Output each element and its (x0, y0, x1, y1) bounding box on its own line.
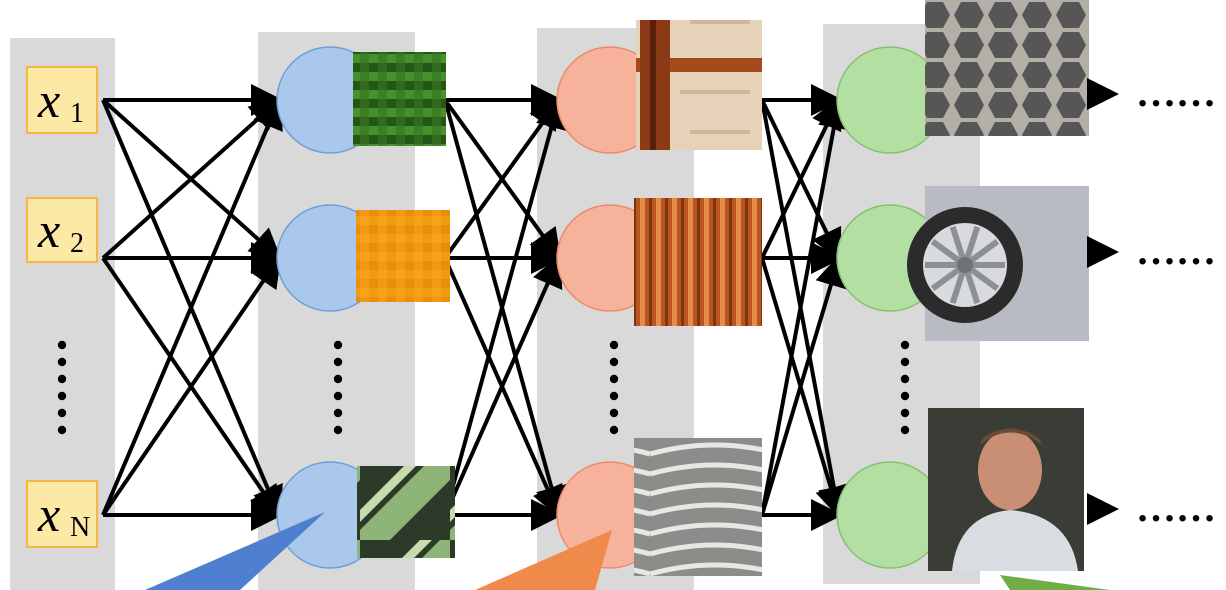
input-subscript: 2 (70, 228, 84, 259)
callout-pointer-green (1000, 575, 1110, 590)
vertical-ellipsis-dot (57, 340, 67, 350)
layer-3-neuron (836, 461, 944, 569)
vertical-ellipsis-dot (900, 340, 910, 350)
vertical-ellipsis-dot (333, 425, 343, 435)
vertical-ellipsis-dot (900, 391, 910, 401)
vertical-ellipsis-dot (57, 391, 67, 401)
input-symbol: x (37, 72, 60, 128)
feature-thumbnail (636, 20, 762, 150)
input-subscript: 1 (70, 98, 84, 129)
feature-thumbnail (357, 466, 455, 558)
feature-thumbnail (925, 0, 1089, 136)
callout-pointer-orange (475, 530, 612, 590)
input-symbol: x (37, 486, 60, 542)
face-hair (980, 428, 1042, 445)
output-ellipsis: …… (1136, 485, 1216, 530)
input-node-1 (26, 66, 98, 134)
vertical-ellipsis-dot (900, 408, 910, 418)
output-ellipsis: …… (1136, 70, 1216, 115)
callout-pointer-blue (145, 512, 325, 590)
vertical-ellipsis-dot (333, 374, 343, 384)
face-head (978, 430, 1042, 510)
connection-edge (101, 96, 283, 516)
vertical-ellipsis-dot (333, 408, 343, 418)
wheel-hub (957, 257, 973, 273)
input-node-N (26, 480, 98, 548)
vertical-ellipsis-dot (900, 357, 910, 367)
face-shirt (952, 510, 1078, 571)
vertical-ellipsis-dot (900, 425, 910, 435)
vertical-ellipsis-dot (333, 340, 343, 350)
connection-edge (443, 96, 568, 516)
input-symbol: x (37, 202, 60, 258)
vertical-ellipsis-dot (609, 357, 619, 367)
vertical-ellipsis-dot (609, 391, 619, 401)
feature-thumbnail (634, 198, 762, 326)
vertical-ellipsis-dot (900, 374, 910, 384)
vertical-ellipsis-dot (57, 374, 67, 384)
input-subscript: N (70, 512, 90, 543)
feature-thumbnail (356, 210, 450, 302)
input-node-2 (26, 197, 98, 263)
vertical-ellipsis-dot (609, 340, 619, 350)
vertical-ellipsis-dot (57, 408, 67, 418)
feature-thumbnail (353, 52, 446, 146)
vertical-ellipsis-dot (333, 391, 343, 401)
output-ellipsis: …… (1136, 228, 1216, 273)
connection-edge (760, 96, 850, 516)
connection-edge (101, 97, 282, 260)
connection-edge (760, 254, 847, 516)
vertical-ellipsis-dot (333, 357, 343, 367)
connection-edge (443, 254, 563, 516)
vertical-ellipsis-dot (57, 357, 67, 367)
feature-thumbnail (634, 438, 762, 576)
vertical-ellipsis-dot (57, 425, 67, 435)
vertical-ellipsis-dot (609, 374, 619, 384)
vertical-ellipsis-dot (609, 425, 619, 435)
connection-edge (101, 254, 282, 517)
vertical-ellipsis-dot (609, 408, 619, 418)
